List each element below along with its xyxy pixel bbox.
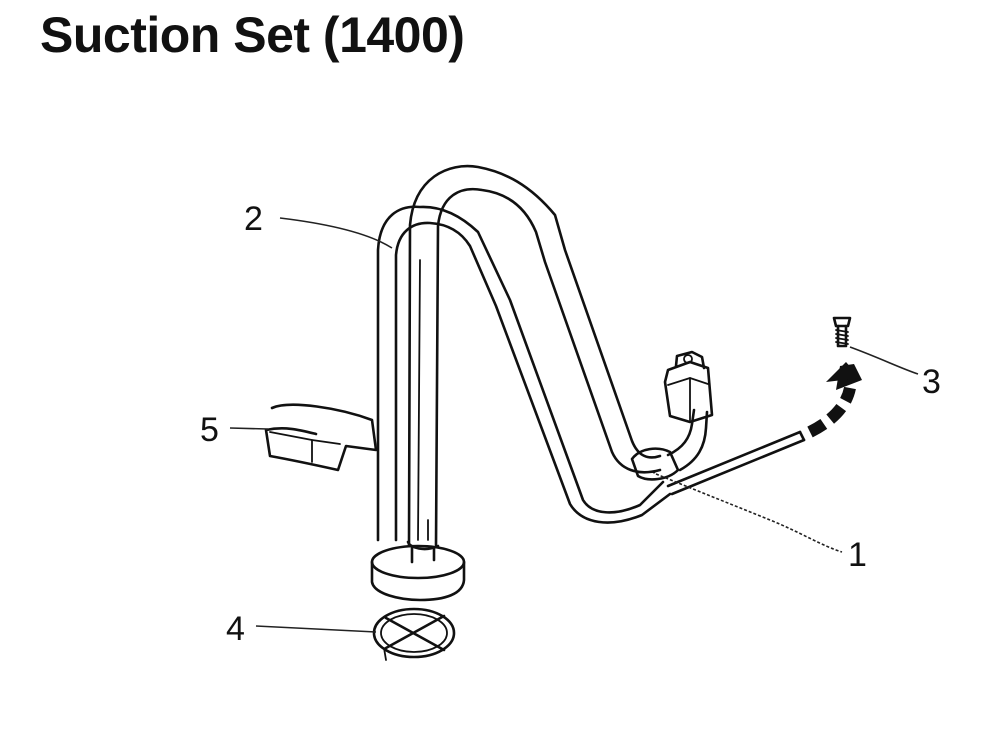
tube-elbow-sleeve [630,447,680,481]
suction-tube-outer [376,205,672,542]
strainer-ring [372,607,456,661]
tube-foot [370,540,466,602]
leader-line-2 [279,217,393,249]
leader-line-3 [849,346,919,375]
guide-tube [666,430,806,496]
callout-5: 5 [200,411,219,449]
callout-2: 2 [244,200,263,238]
callout-1: 1 [848,536,867,574]
callout-4: 4 [226,610,245,648]
leader-line-5 [229,427,269,430]
hex-nut-fitting [663,350,714,472]
screw [832,316,852,348]
leader-line-4 [255,625,377,633]
assembly-arrow [807,362,862,438]
tube-clip [264,403,378,472]
page-title: Suction Set (1400) [40,7,465,63]
callout-3: 3 [922,363,941,401]
suction-tube-main [407,164,662,547]
leader-line-1 [655,473,843,553]
